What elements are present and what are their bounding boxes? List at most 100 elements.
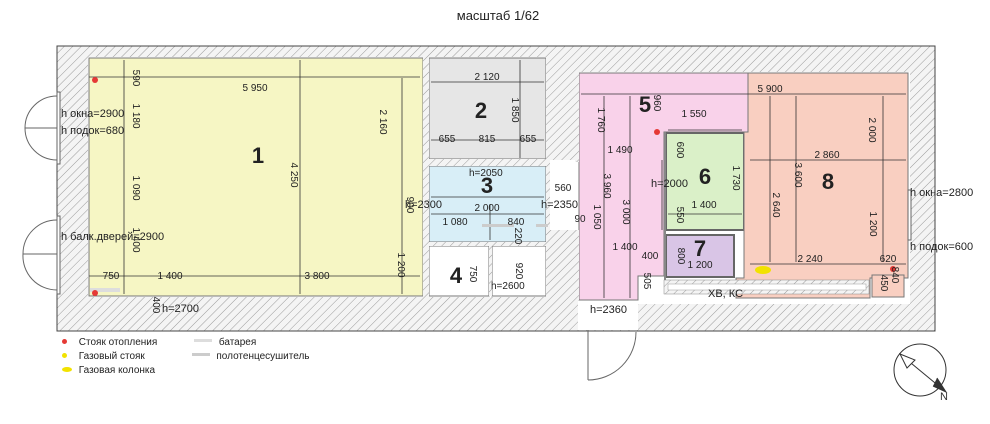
battery-left (90, 288, 120, 292)
label-h-2300: h=2300 (405, 199, 442, 211)
label-h-okna-left: h окна=2900 (61, 108, 124, 120)
dim-1760: 1 760 (595, 107, 606, 132)
room-number-1: 1 (252, 143, 264, 168)
dim-1730: 1 730 (730, 165, 741, 190)
riser-marker-3 (654, 129, 660, 135)
dim-400a: 400 (150, 297, 161, 314)
legend-battery-label: батарея (218, 337, 257, 348)
dim-400b: 400 (642, 251, 659, 262)
room-number-7: 7 (694, 236, 706, 261)
dim-3960: 3 960 (601, 173, 612, 198)
dim-920: 920 (513, 263, 524, 280)
dim-450: 450 (878, 275, 889, 292)
legend-gas-boiler-label: Газовая колонка (78, 365, 156, 376)
dim-1080: 1 080 (442, 217, 467, 228)
dim-2160: 2 160 (377, 109, 388, 134)
dim-2120: 2 120 (474, 72, 499, 83)
legend-towel-label: полотенцесушитель (216, 351, 310, 362)
room-number-5: 5 (639, 92, 651, 117)
dim-900a: 900 (404, 197, 415, 214)
dim-5900: 5 900 (757, 84, 782, 95)
dim-3800: 3 800 (304, 271, 329, 282)
compass-icon: N (893, 343, 948, 403)
towel-rail-1 (482, 224, 514, 227)
towel-swatch-icon (191, 353, 210, 356)
label-h-2360: h=2360 (590, 304, 627, 316)
dimension-lines (89, 60, 906, 298)
dim-1400a: 1 400 (157, 271, 182, 282)
room-small-8b (871, 274, 905, 298)
dimension-values: 5 950 1 400 750 3 800 2 120 655 815 655 … (103, 72, 897, 282)
dim-505: 505 (641, 273, 652, 290)
towel-rail-2 (536, 224, 548, 227)
dim-90: 90 (574, 214, 586, 225)
riser-marker-2 (92, 290, 98, 296)
dim-1400c: 1 400 (691, 200, 716, 211)
dim-3000: 3 000 (620, 199, 631, 224)
dim-3600: 3 600 (792, 162, 803, 187)
gas-boiler-marker (755, 266, 771, 274)
label-h-2700: h=2700 (162, 303, 199, 315)
dim-2640: 2 640 (770, 192, 781, 217)
dim-1200b: 1 200 (687, 260, 712, 271)
dim-600: 600 (674, 142, 685, 159)
dimension-values-vertical: 590 1 180 1 090 1 400 2 160 4 250 1 200 … (130, 70, 900, 314)
dim-1490: 1 490 (607, 145, 632, 156)
riser-marker-1 (92, 77, 98, 83)
room-number-4: 4 (450, 263, 463, 288)
label-h-2350: h=2350 (541, 199, 578, 211)
dim-750a: 750 (103, 271, 120, 282)
dim-815: 815 (479, 134, 496, 145)
scale-title: масштаб 1/62 (457, 8, 540, 23)
label-h-podok-left: h подок=680 (61, 125, 124, 137)
dim-1400b: 1 400 (130, 227, 141, 252)
dim-1200c: 1 200 (867, 211, 878, 236)
gas-boiler-icon (62, 367, 72, 372)
riser-dot-icon (62, 339, 67, 344)
room-7 (665, 234, 735, 278)
dim-655b: 655 (520, 134, 537, 145)
label-h-2000: h=2000 (651, 178, 688, 190)
dim-560: 560 (555, 183, 572, 194)
room-number-2: 2 (475, 98, 487, 123)
dim-2240: 2 240 (797, 254, 822, 265)
legend-gas-riser-label: Газовый стояк (78, 351, 145, 362)
doors (22, 91, 912, 381)
dim-220: 220 (512, 228, 523, 245)
room-number-3: 3 (481, 173, 493, 198)
label-hv-ks: ХВ, КС (708, 288, 743, 300)
dim-1090: 1 090 (130, 175, 141, 200)
dim-1200a: 1 200 (395, 252, 406, 277)
legend-row-boiler: Газовая колонка (62, 364, 310, 378)
dim-1180: 1 180 (130, 103, 141, 128)
dim-620: 620 (880, 254, 897, 265)
dim-550: 550 (674, 207, 685, 224)
dim-840a: 840 (508, 217, 525, 228)
dim-1400d: 1 400 (612, 242, 637, 253)
room-number-6: 6 (699, 164, 711, 189)
room-number-8: 8 (822, 169, 834, 194)
riser-marker-4 (890, 266, 896, 272)
legend-riser-label: Стояк отопления (78, 337, 158, 348)
label-h-okna-right: h окна=2800 (910, 187, 973, 199)
gas-riser-dot-icon (62, 353, 67, 358)
dim-2000b: 2 000 (866, 117, 877, 142)
dim-4250: 4 250 (288, 162, 299, 187)
dim-2860: 2 860 (814, 150, 839, 161)
dim-840b: 840 (889, 267, 900, 284)
dim-1550: 1 550 (681, 109, 706, 120)
dim-590: 590 (130, 70, 141, 87)
label-h-podok-right: h подок=600 (910, 241, 973, 253)
legend-row-gas: Газовый стояк полотенцесушитель (62, 350, 310, 364)
dim-1050: 1 050 (591, 204, 602, 229)
label-h-balk: h балк.дверей=2900 (61, 231, 164, 243)
label-h-2600: h=2600 (491, 281, 525, 292)
room-4b (491, 245, 547, 297)
svg-text:N: N (940, 391, 948, 403)
legend-row-riser: Стояк отопления батарея (62, 336, 310, 350)
dim-1850: 1 850 (509, 97, 520, 122)
dim-2000a: 2 000 (474, 203, 499, 214)
battery-swatch-icon (194, 339, 213, 342)
legend: Стояк отопления батарея Газовый стояк по… (62, 336, 310, 378)
